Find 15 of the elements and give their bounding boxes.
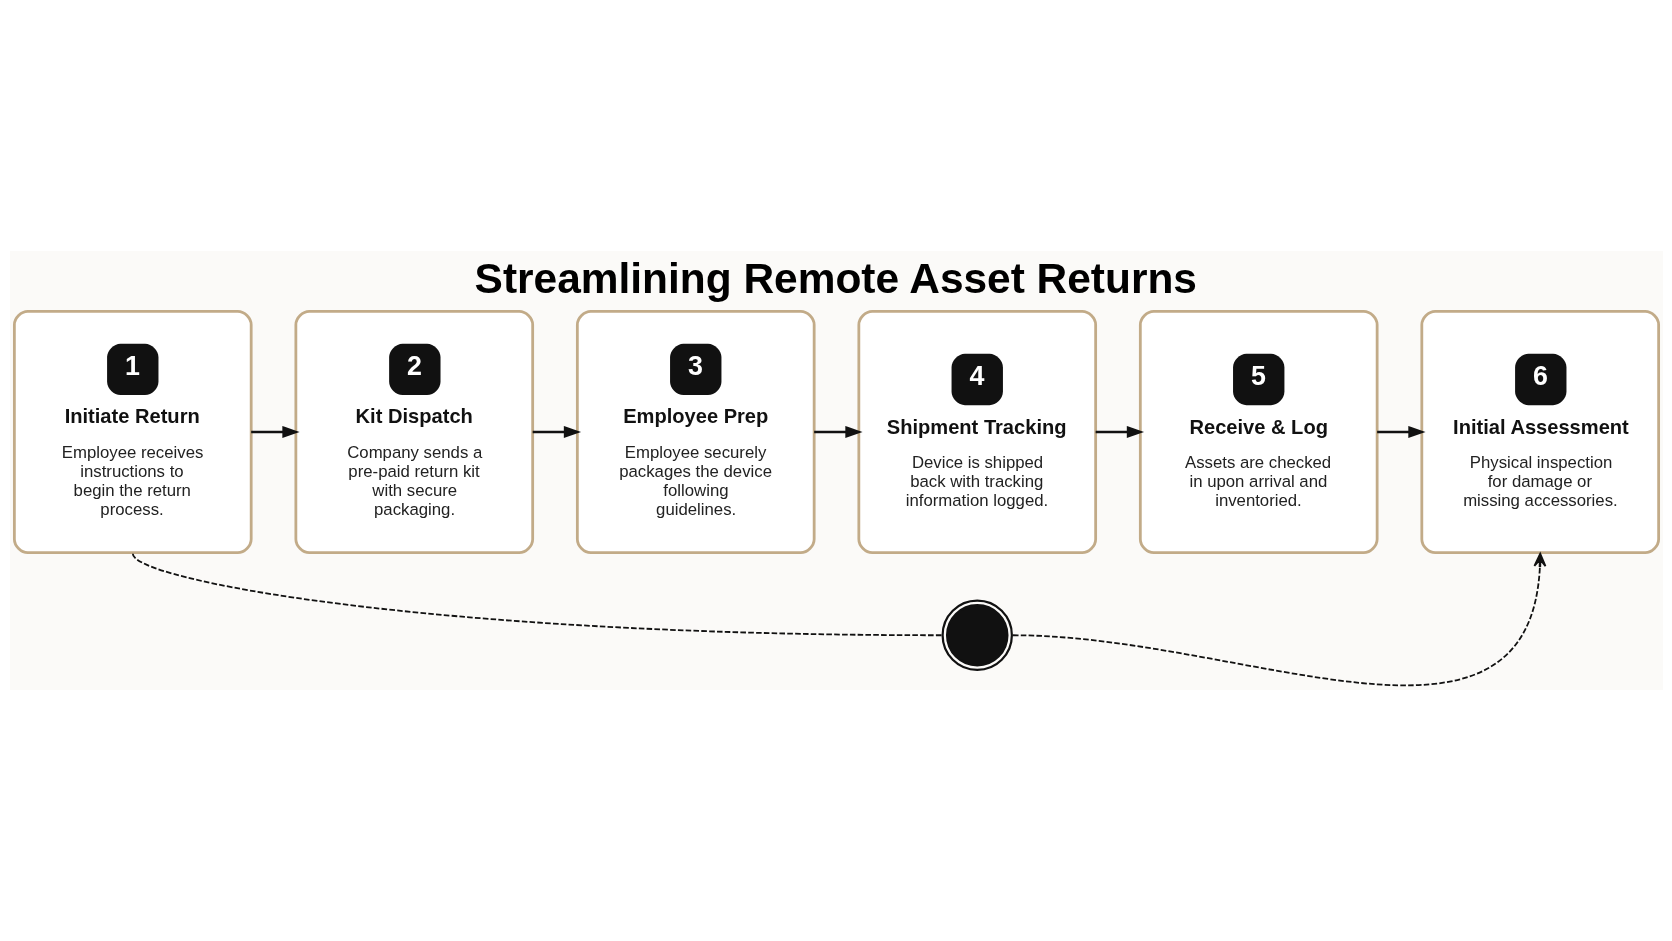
node-box: 5 Receive & Log Assets are checked in upon arrival and inventoried. [1138, 309, 1379, 554]
diagram-title: Streamlining Remote Asset Returns [474, 254, 1197, 302]
arrow [1011, 552, 1546, 687]
arrow [813, 425, 863, 438]
arrow [1376, 425, 1426, 438]
node-box: 4 Shipment Tracking Device is shipped back with tracking information logged. [856, 309, 1097, 554]
arrow [532, 425, 581, 438]
arrow [1095, 425, 1144, 438]
arrow [250, 425, 300, 438]
connector [131, 552, 942, 637]
node-circle [941, 599, 1013, 671]
node-box: 3 Employee Prep Employee securely packages the device following guidelines. [575, 309, 816, 554]
node-box: 6 Initial Assessment Physical inspection for damage or missing accessories. [1419, 309, 1660, 554]
node-box: 2 Kit Dispatch Company sends a pre-paid return kit with secure packaging. [293, 309, 534, 554]
node-box: 1 Initiate Return Employee receives instructions to begin the return process. [12, 309, 253, 554]
